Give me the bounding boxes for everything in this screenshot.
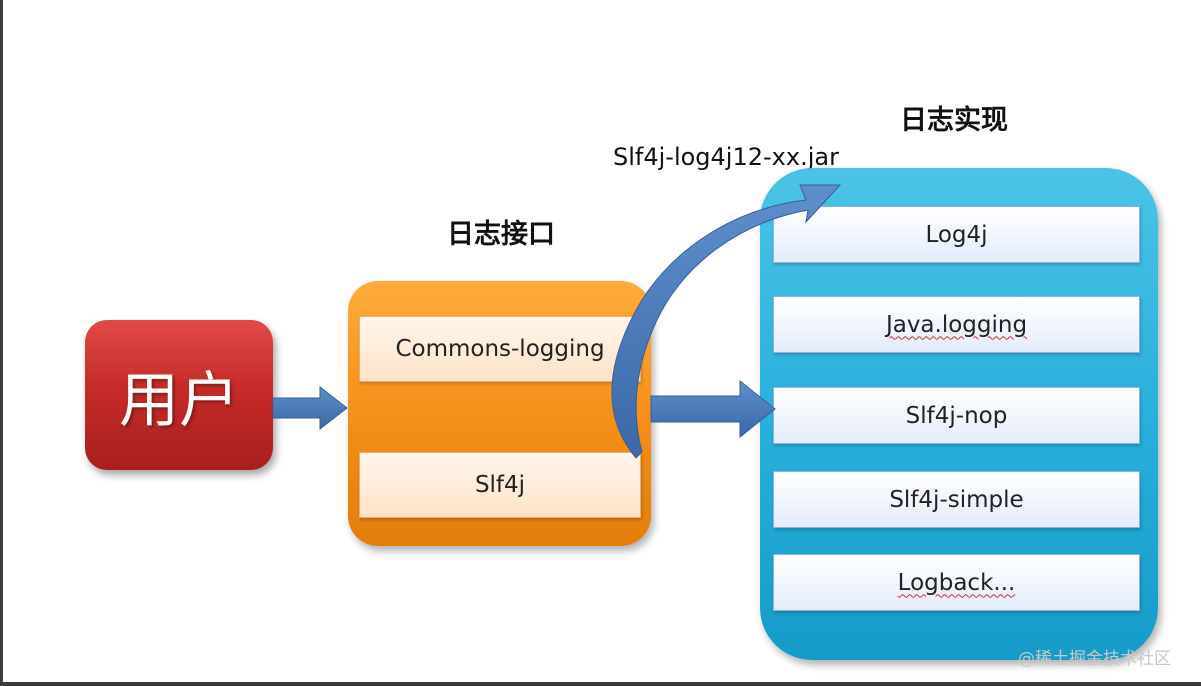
curved-bridge-arrow <box>611 184 842 459</box>
log-interface-box: Commons-logging Slf4j <box>348 281 651 546</box>
impl-item-label: Java.logging <box>885 311 1028 338</box>
arrow-user-to-interface <box>272 385 348 431</box>
impl-item-logback: Logback... <box>773 554 1140 611</box>
impl-item-label: Logback... <box>897 569 1016 596</box>
impl-item-slf4j-nop: Slf4j-nop <box>773 387 1140 444</box>
impl-item-log4j: Log4j <box>773 206 1140 263</box>
user-box: 用户 <box>85 320 273 470</box>
arrow-interface-to-implementation <box>650 379 776 439</box>
impl-item-java-logging: Java.logging <box>773 296 1140 353</box>
log-implementation-box: Log4j Java.logging Slf4j-nop Slf4j-simpl… <box>760 168 1158 660</box>
user-label: 用户 <box>119 365 239 436</box>
bridge-jar-label: Slf4j-log4j12-xx.jar <box>613 143 839 171</box>
window-frame-bottom <box>0 682 1201 686</box>
implementation-heading: 日志实现 <box>900 105 1008 136</box>
interface-heading: 日志接口 <box>447 219 555 250</box>
impl-item-label: Slf4j-simple <box>889 486 1024 513</box>
interface-item-commons-logging: Commons-logging <box>359 316 641 382</box>
window-frame-left <box>0 0 3 686</box>
interface-item-slf4j: Slf4j <box>359 452 641 518</box>
impl-item-slf4j-simple: Slf4j-simple <box>773 471 1140 528</box>
impl-item-label: Log4j <box>925 221 988 248</box>
impl-item-label: Slf4j-nop <box>905 402 1008 429</box>
watermark: @稀土掘金技术社区 <box>1018 649 1171 669</box>
